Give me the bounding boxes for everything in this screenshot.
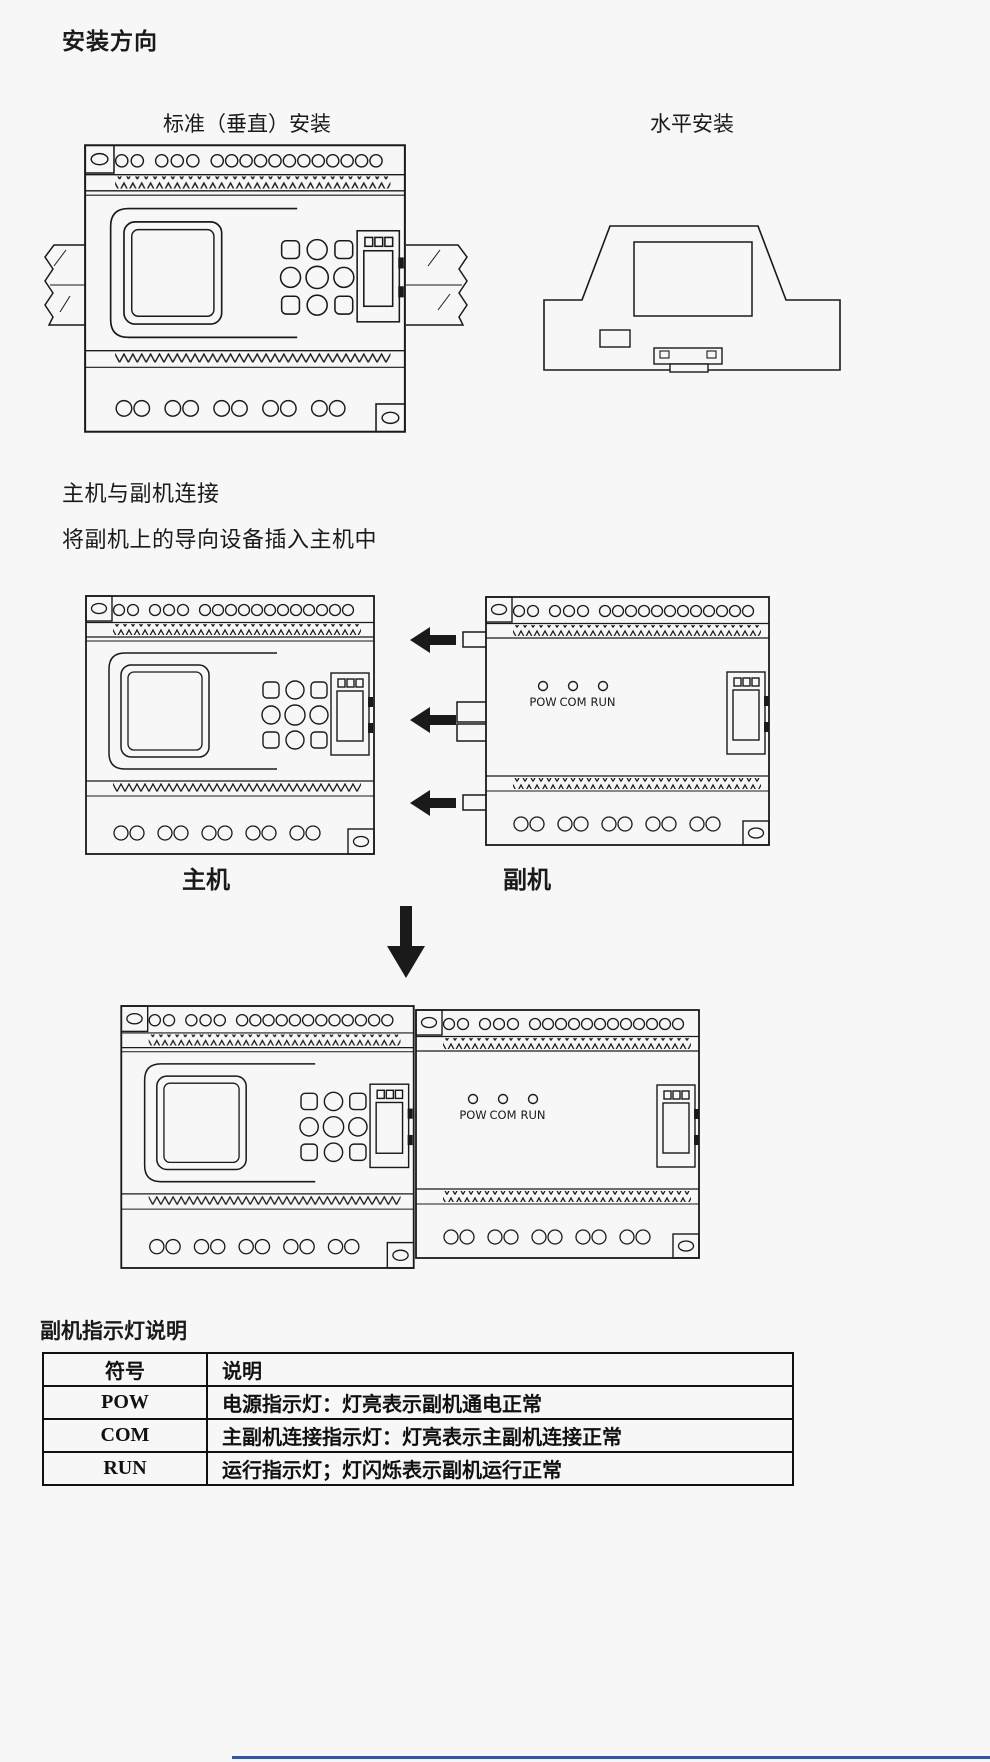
horizontal-mount-diagram xyxy=(543,225,841,373)
desc-cell: 运行指示灯；灯闪烁表示副机运行正常 xyxy=(206,1451,794,1486)
connection-diagram xyxy=(80,590,780,865)
symbol-cell: RUN xyxy=(42,1451,208,1486)
page-title: 安装方向 xyxy=(62,28,158,54)
table-row: RUN 运行指示灯；灯闪烁表示副机运行正常 xyxy=(42,1451,794,1486)
horizontal-mount-label: 水平安装 xyxy=(650,113,734,136)
arrow-left-icon xyxy=(410,707,456,733)
connection-subheading: 将副机上的导向设备插入主机中 xyxy=(62,527,378,552)
connection-heading: 主机与副机连接 xyxy=(62,481,220,506)
led-table-title: 副机指示灯说明 xyxy=(40,1319,187,1343)
symbol-cell: POW xyxy=(42,1385,208,1420)
desc-cell: 电源指示灯：灯亮表示副机通电正常 xyxy=(206,1385,794,1420)
slave-unit xyxy=(416,1010,699,1258)
master-unit xyxy=(86,596,374,854)
slave-label: 副机 xyxy=(503,868,551,894)
vertical-mount-label: 标准（垂直）安装 xyxy=(163,113,331,136)
col-header-desc: 说明 xyxy=(206,1352,794,1387)
table-row: COM 主副机连接指示灯：灯亮表示主副机连接正常 xyxy=(42,1418,794,1453)
combine-step-arrow xyxy=(387,906,425,978)
slave-unit xyxy=(486,597,769,845)
led-table: 符号 说明 POW 电源指示灯：灯亮表示副机通电正常 COM 主副机连接指示灯：… xyxy=(42,1352,794,1486)
plc-front-view xyxy=(85,145,405,431)
arrow-left-icon xyxy=(410,627,456,653)
footer-rule xyxy=(232,1756,990,1759)
col-header-symbol: 符号 xyxy=(42,1352,208,1387)
combined-units-diagram xyxy=(115,1000,715,1275)
symbol-cell: COM xyxy=(42,1418,208,1453)
insert-direction-arrows xyxy=(410,627,456,816)
arrow-left-icon xyxy=(410,790,456,816)
din-rail xyxy=(44,244,468,326)
master-label: 主机 xyxy=(182,868,230,894)
slave-guide-connectors xyxy=(456,631,488,811)
vertical-mount-diagram xyxy=(44,138,468,438)
desc-cell: 主副机连接指示灯：灯亮表示主副机连接正常 xyxy=(206,1418,794,1453)
table-row: POW 电源指示灯：灯亮表示副机通电正常 xyxy=(42,1385,794,1420)
arrow-down-icon xyxy=(387,906,425,978)
master-unit xyxy=(121,1006,413,1268)
led-table-header-row: 符号 说明 xyxy=(42,1352,794,1387)
